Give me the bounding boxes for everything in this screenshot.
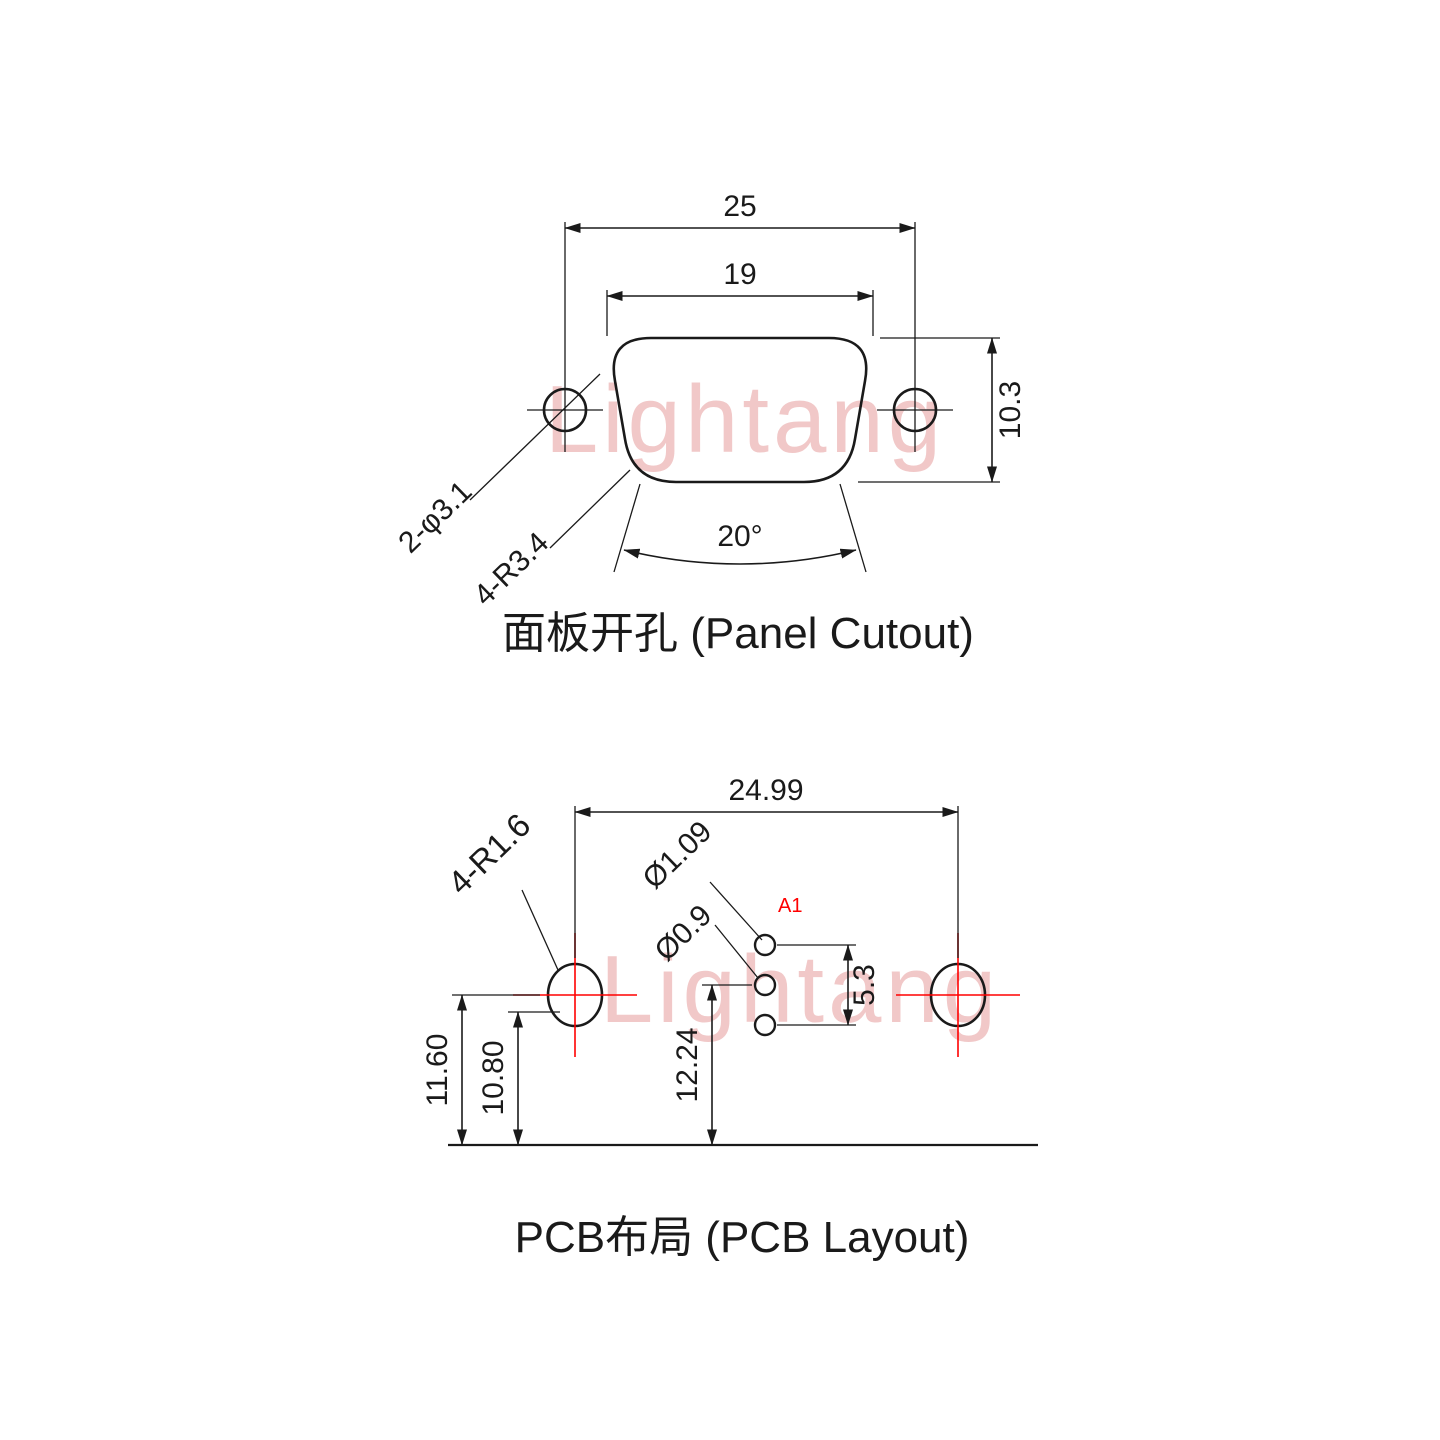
angle-line [613, 483, 641, 573]
pin-hole-a1 [753, 933, 777, 957]
corner-radius-label: 4-R3.4 [468, 526, 556, 612]
dimension-text-outer-width: 25 [723, 190, 756, 223]
dsub-cutout-outline [612, 336, 868, 484]
dimension-text-inner-width: 19 [723, 258, 756, 291]
leader-line [521, 889, 559, 971]
leader-line [469, 373, 601, 501]
dimension-text-pin-span: 5.3 [848, 964, 881, 1006]
panel-cutout-title: 面板开孔 (Panel Cutout) [502, 609, 974, 658]
leader-line [714, 924, 759, 979]
watermark-text: Lightang [545, 366, 945, 473]
pad-radius-label: 4-R1.6 [441, 806, 538, 901]
angle-line [839, 483, 867, 573]
pcb-layout-title: PCB布局 (PCB Layout) [515, 1213, 970, 1262]
angle-text: 20° [717, 520, 762, 553]
dimension-text-pad-offset-outer: 11.60 [421, 1034, 454, 1107]
leader-line [549, 469, 631, 549]
pin-hole [753, 973, 777, 997]
hole-diameter-label: 2-φ3.1 [392, 475, 478, 560]
pin-hole [753, 1013, 777, 1037]
dimension-text-height: 10.3 [994, 381, 1027, 439]
leader-line [709, 881, 763, 941]
pcb-layout-drawing: A1 24.99 Ø1.09 Ø0.9 4-R1.6 5.3 12.24 11.… [421, 774, 1038, 1262]
pin-hole-diameter-label: Ø1.09 [637, 815, 719, 896]
dimension-text-pad-span: 24.99 [728, 774, 803, 807]
angle-arc [623, 548, 857, 565]
dimension-text-pin-offset: 12.24 [671, 1027, 704, 1102]
dimension-text-pad-offset-inner: 10.80 [477, 1040, 510, 1115]
pin-a1-label: A1 [778, 895, 802, 917]
